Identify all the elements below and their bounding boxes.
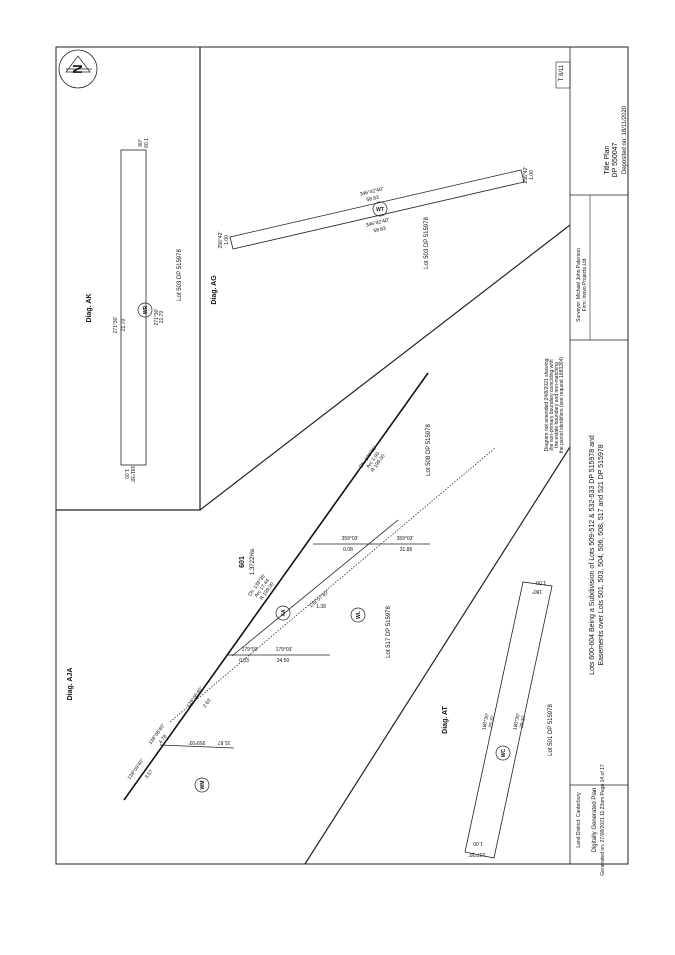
bearing-8: 359°03' <box>189 739 206 745</box>
xa-easement-marker <box>275 605 291 621</box>
ak-bottom-dist: 1.00 <box>123 469 129 479</box>
diag-ak-strip <box>120 149 147 466</box>
at-right-dist: 25.37 <box>519 715 528 729</box>
bearing-4: 179°03' <box>242 647 259 653</box>
diagram-note-2: the non-primary boundary coinciding with <box>549 359 555 450</box>
wr-easement-marker <box>137 302 153 318</box>
ag-left-bearing: 256°42' <box>218 232 224 249</box>
diag-ak-lot: Lot 503 DP 515978 <box>177 249 183 301</box>
lot-601-area: 1.3722Ha <box>250 548 256 575</box>
wc-easement-label: WC <box>501 748 507 757</box>
diag-ag-border <box>199 224 571 511</box>
at-top-bearing: 180° <box>532 588 542 594</box>
diagram-note-3: the estate boundary and non-matching <box>554 362 560 448</box>
ak-top-bearing: 90° <box>138 139 144 147</box>
north-arrow-icon: N <box>58 49 98 89</box>
wm-easement-marker <box>194 777 210 793</box>
ag-bottom-bearing: 346°42'40" <box>365 217 390 228</box>
bearing-line-359-lower <box>159 744 235 749</box>
distance-2: 31.86 <box>400 547 413 553</box>
north-label: N <box>70 64 85 73</box>
diag-ak-label: Diag. AK <box>86 294 93 323</box>
lot-601-number: 601 <box>239 556 246 568</box>
diag-at-strip <box>464 581 553 859</box>
ag-top-bearing: 346°42'40" <box>359 186 384 197</box>
distance-7: 4.76 <box>158 734 169 746</box>
wt-easement-label: WT <box>376 207 384 213</box>
at-bottom-bearing: 137°30' <box>469 851 486 857</box>
dp-number: DP 550047 <box>612 142 619 177</box>
at-right-bearing: 180°30' <box>512 713 521 731</box>
ag-right-bearing: 256°42' <box>523 167 529 184</box>
diag-ag-lot: Lot 503 DP 515978 <box>424 217 430 269</box>
sheet-ref-box <box>555 61 571 89</box>
wl-easement-marker <box>350 607 366 623</box>
dashed-boundary <box>169 447 496 723</box>
bearing-2: 359°03' <box>397 536 414 542</box>
diag-aja-label: Diag. AJA <box>67 668 74 701</box>
at-left-bearing: 180°30' <box>481 713 490 731</box>
diag-ag-label: Diag. AG <box>211 275 218 305</box>
at-bottom-dist: 1.00 <box>473 840 483 846</box>
wc-easement-marker <box>495 745 511 761</box>
distance-9: 3.57 <box>144 769 155 781</box>
bearing-5: 179°03' <box>276 647 293 653</box>
wl-easement-label: WL <box>356 611 362 619</box>
surveyor-name: Surveyor: Michael John Paterson <box>576 248 582 322</box>
plan-description-2: Easements over Lots 501, 503, 504, 506, … <box>598 444 605 665</box>
distance-8: 31.87 <box>218 739 231 745</box>
firm-name: Firm: Inovo Projects Ltd <box>582 258 588 311</box>
diagram-note-1: Diagram not amended 24/8/2021 showing <box>544 358 550 451</box>
distance-3: 1.38 <box>316 604 326 610</box>
sheet-ref: T 8/11 <box>559 64 565 81</box>
ag-top-dist: 58.83 <box>366 195 380 204</box>
diag-at-border <box>304 446 571 865</box>
diag-ag-strip <box>229 169 525 250</box>
wr-easement-label: WR <box>143 305 149 314</box>
lot-601-boundary <box>123 372 429 801</box>
xa-easement-label: XA <box>281 609 287 616</box>
plan-description-1: Lots 600-604 Being a Subdivision of Lots… <box>589 435 596 675</box>
wt-easement-marker <box>372 201 388 217</box>
at-top-dist: 1.00 <box>536 579 546 585</box>
diagram-note-4: the parcel identifiers (see request 1883… <box>559 356 565 453</box>
distance-1: 0.08 <box>343 547 353 553</box>
easement-xa-line <box>231 519 399 657</box>
ak-top-dist: 60.1 <box>144 138 150 148</box>
land-district: Land District: Canterbury <box>576 792 582 848</box>
ak-left-dist: 21.70 <box>121 319 127 332</box>
at-left-dist: 25.37 <box>488 715 497 729</box>
ag-left-dist: 1.00 <box>224 235 230 245</box>
ag-right-dist: 1.00 <box>529 170 535 180</box>
ag-bottom-dist: 58.83 <box>373 226 387 235</box>
ak-left-bearing: 271°30' <box>113 317 119 334</box>
lot-517-label: Lot 517 DP 515978 <box>386 606 392 658</box>
distance-5: 34.50 <box>277 658 290 664</box>
distance-6: 2.63 <box>202 698 213 710</box>
ak-right-dist: 21.70 <box>159 311 165 324</box>
deposit-date: Deposited on: 18/11/2020 <box>622 105 628 174</box>
diag-at-lot: Lot 501 DP 515978 <box>548 704 554 756</box>
lot-508-label: Lot 508 DP 515978 <box>426 424 432 476</box>
ak-right-bearing: 271°30' <box>154 309 160 326</box>
distance-4: 0.03 <box>239 658 249 664</box>
bearing-9: 139°09'40" <box>127 758 146 781</box>
title-plan-label: Title Plan <box>604 145 611 174</box>
sheet-frame <box>55 46 629 865</box>
wm-easement-label: WM <box>200 781 206 790</box>
ak-bottom-bearing: 181°30' <box>129 466 135 483</box>
diag-at-label: Diag. AT <box>442 705 449 733</box>
generated-plan-title: Digitally Generated Plan <box>592 788 598 853</box>
generated-note: Generated on: 27/08/2021 11:23am Page 14… <box>600 764 606 876</box>
bearing-1: 359°03' <box>342 536 359 542</box>
